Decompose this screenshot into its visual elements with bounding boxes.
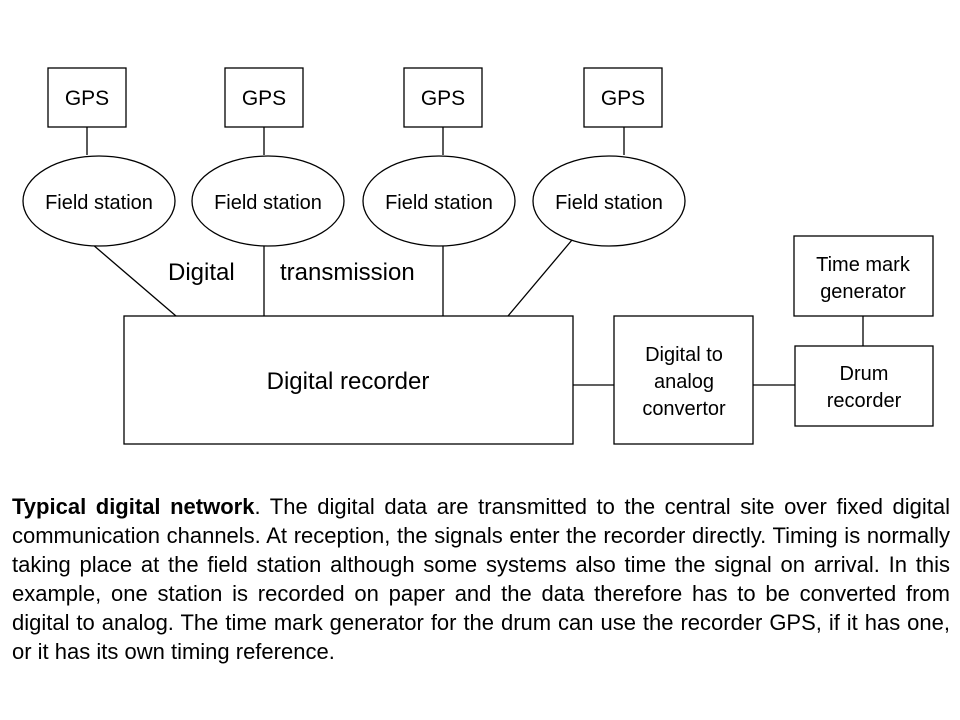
- gps-label-3: GPS: [421, 87, 465, 110]
- drum-recorder-box: [794, 345, 934, 427]
- gps-label-4: GPS: [601, 87, 645, 110]
- drum-recorder-label-line-1: Drum: [840, 363, 889, 385]
- station-link-4: [507, 239, 573, 317]
- field-station-label-1: Field station: [45, 192, 153, 214]
- field-station-label-3: Field station: [385, 192, 493, 214]
- figure-caption: Typical digital network. The digital dat…: [12, 492, 950, 666]
- field-station-4: [532, 155, 686, 247]
- gps-label-2: GPS: [242, 87, 286, 110]
- field-station-1: [22, 155, 176, 247]
- caption-body: . The digital data are transmitted to th…: [12, 494, 950, 664]
- gps-box-2: [224, 67, 304, 128]
- gps-box-3: [403, 67, 483, 128]
- field-station-3: [362, 155, 516, 247]
- network-diagram: GPS GPS GPS GPS Field station Field stat…: [22, 67, 934, 445]
- dac-label-line-3: convertor: [642, 398, 726, 420]
- field-station-label-2: Field station: [214, 192, 322, 214]
- gps-box-4: [583, 67, 663, 128]
- dac-label-line-2: analog: [654, 371, 714, 393]
- dac-label-line-1: Digital to: [645, 344, 723, 366]
- field-station-2: [191, 155, 345, 247]
- gps-label-1: GPS: [65, 87, 109, 110]
- digital-recorder-box: [123, 315, 574, 445]
- transmission-label-transmission: transmission: [280, 259, 415, 286]
- field-station-label-4: Field station: [555, 192, 663, 214]
- dac-box: [613, 315, 754, 445]
- transmission-label-digital: Digital: [168, 259, 235, 286]
- station-link-1: [91, 243, 177, 317]
- drum-recorder-label-line-2: recorder: [827, 390, 902, 412]
- gps-box-1: [47, 67, 127, 128]
- caption-title: Typical digital network: [12, 494, 255, 519]
- digital-recorder-label: Digital recorder: [267, 368, 430, 395]
- time-mark-generator-box: [793, 235, 934, 317]
- time-mark-label-line-2: generator: [820, 281, 906, 303]
- time-mark-label-line-1: Time mark: [816, 254, 911, 276]
